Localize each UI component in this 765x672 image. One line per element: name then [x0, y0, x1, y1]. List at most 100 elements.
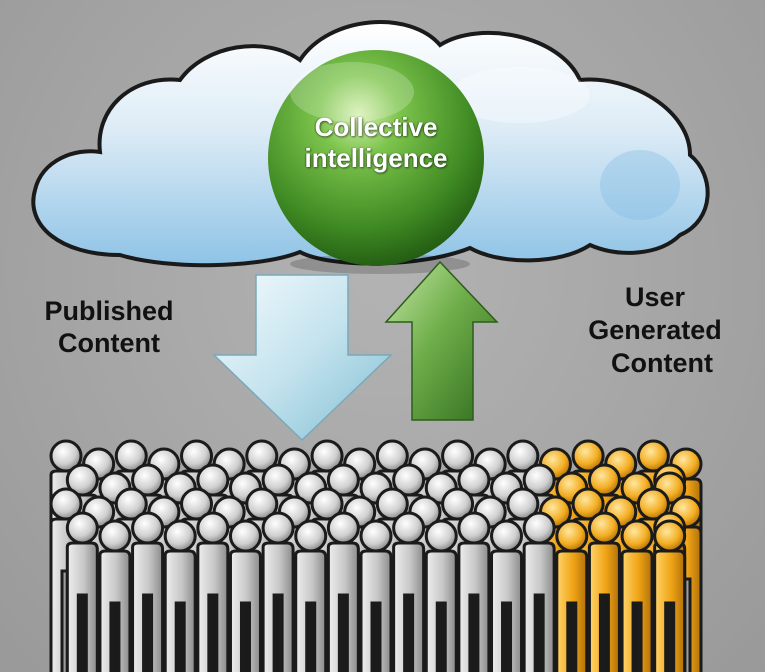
person-highlighted [587, 511, 621, 672]
person-head [196, 511, 230, 545]
person-body [457, 541, 491, 672]
person-head [261, 463, 295, 497]
person-body [326, 541, 360, 672]
ugc-line2: Generated [588, 314, 722, 345]
person-head [653, 519, 687, 553]
person-head [636, 439, 670, 473]
person-head [636, 487, 670, 521]
up-arrow [384, 260, 499, 421]
person-head [457, 463, 491, 497]
person-head [196, 463, 230, 497]
person-head [424, 519, 458, 553]
person [98, 519, 132, 672]
person-head [49, 487, 83, 521]
person [359, 519, 393, 672]
person-body [587, 541, 621, 672]
person [228, 519, 262, 672]
person-head [65, 463, 99, 497]
person [490, 519, 524, 672]
person-body [392, 541, 426, 672]
person-body [490, 549, 524, 672]
person [522, 511, 556, 672]
person-head [392, 463, 426, 497]
person-head [245, 439, 279, 473]
person [163, 519, 197, 672]
person [196, 511, 230, 672]
person-body [653, 549, 687, 672]
person-body [228, 549, 262, 672]
person-head [114, 439, 148, 473]
person-head [261, 511, 295, 545]
person-head [490, 519, 524, 553]
person-body [131, 541, 165, 672]
person-head [375, 487, 409, 521]
person-head [587, 511, 621, 545]
ugc-line3: Content [611, 347, 713, 378]
person-highlighted [653, 519, 687, 672]
person [131, 511, 165, 672]
person-head [294, 519, 328, 553]
person-body [424, 549, 458, 672]
person-head [131, 511, 165, 545]
person [65, 511, 99, 672]
person-head [375, 439, 409, 473]
person-body [294, 549, 328, 672]
person-head [441, 439, 475, 473]
person [326, 511, 360, 672]
person-head [506, 487, 540, 521]
person-body [261, 541, 295, 672]
person-highlighted [620, 519, 654, 672]
collective-intelligence-orb [268, 50, 484, 274]
person [392, 511, 426, 672]
person-head [326, 463, 360, 497]
person-head [131, 463, 165, 497]
person-head [359, 519, 393, 553]
person-body [555, 549, 589, 672]
person-body [196, 541, 230, 672]
person-highlighted [555, 519, 589, 672]
down-arrow [212, 274, 393, 442]
person-head [522, 511, 556, 545]
person-head [163, 519, 197, 553]
person-head [49, 439, 83, 473]
person-head [506, 439, 540, 473]
person [424, 519, 458, 672]
person [294, 519, 328, 672]
person-body [163, 549, 197, 672]
person-head [180, 487, 214, 521]
person-head [98, 519, 132, 553]
person-body [65, 541, 99, 672]
person-head [620, 519, 654, 553]
person-head [587, 463, 621, 497]
published-content-label: Published Content [14, 296, 204, 359]
person-head [441, 487, 475, 521]
ugc-line1: User [624, 282, 686, 312]
person-head [310, 439, 344, 473]
orb-label-line2: intelligence [304, 143, 448, 174]
person-head [457, 511, 491, 545]
person [457, 511, 491, 672]
crowd [49, 439, 703, 672]
person-head [114, 487, 148, 521]
person-head [310, 487, 344, 521]
person-head [65, 511, 99, 545]
person-head [571, 439, 605, 473]
person-body [98, 549, 132, 672]
person-head [180, 439, 214, 473]
person [261, 511, 295, 672]
person-head [555, 519, 589, 553]
person-body [620, 549, 654, 672]
person-head [522, 463, 556, 497]
person-head [326, 511, 360, 545]
published-line1: Published [44, 296, 174, 326]
person-head [245, 487, 279, 521]
orb-label: Collective intelligence [276, 112, 476, 174]
person-body [522, 541, 556, 672]
person-head [392, 511, 426, 545]
user-generated-content-label: User Generated Content [555, 281, 755, 380]
person-head [571, 487, 605, 521]
person-head [228, 519, 262, 553]
person-body [359, 549, 393, 672]
